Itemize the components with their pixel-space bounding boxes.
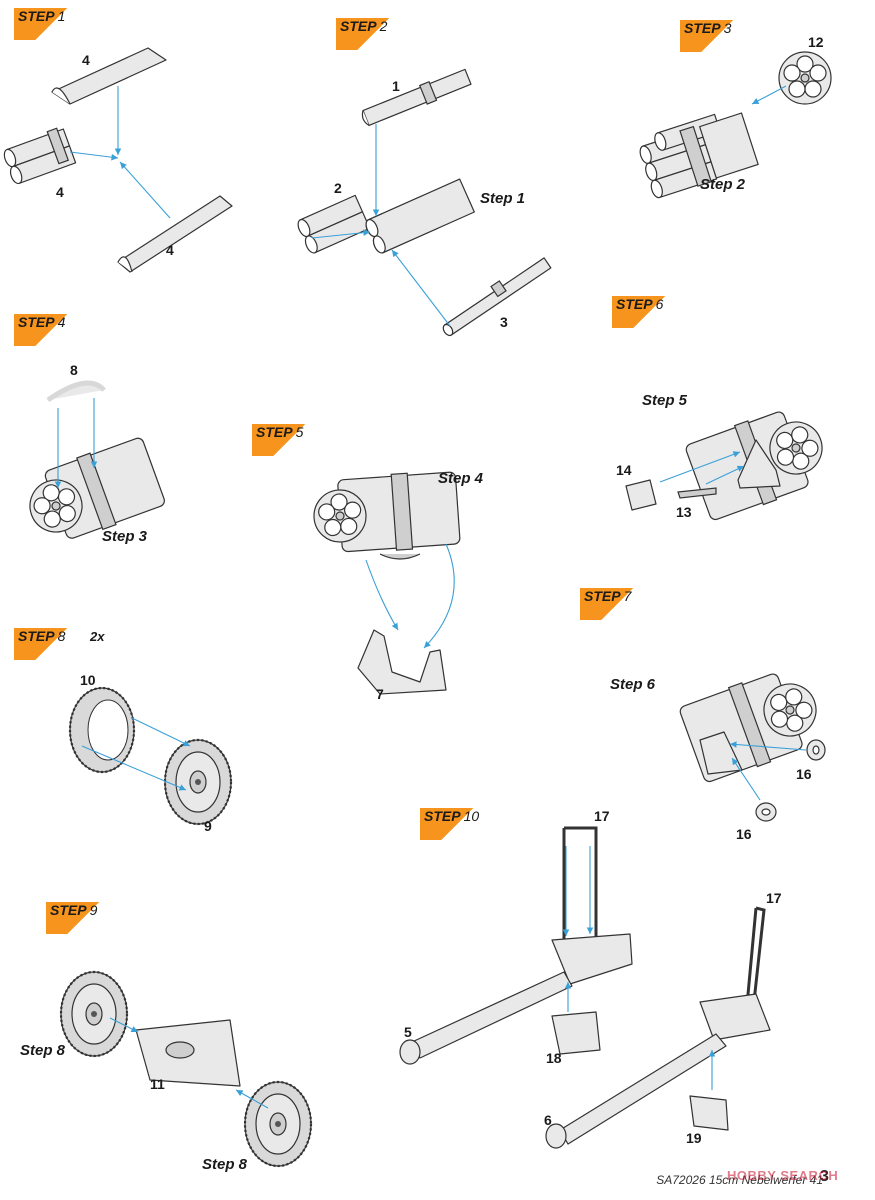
step4-art <box>22 380 165 540</box>
step3-art <box>637 51 832 200</box>
step-ref: Step 4 <box>438 470 484 487</box>
step10-art <box>399 826 771 1149</box>
footer-title: SA72026 15cm Nebelwerfer 41 <box>656 1173 823 1187</box>
step-ref: Step 8 <box>202 1156 248 1173</box>
part-number: 7 <box>376 686 384 702</box>
step2-art <box>295 68 552 337</box>
part-number: 8 <box>70 362 78 378</box>
step5-art <box>311 471 461 695</box>
step8-art <box>68 686 233 826</box>
part-number: 17 <box>766 890 782 906</box>
step7-art <box>679 673 826 822</box>
part-number: 16 <box>796 766 812 782</box>
part-number: 16 <box>736 826 752 842</box>
step6-art <box>625 411 830 521</box>
part-number: 5 <box>404 1024 412 1040</box>
part-number: 1 <box>392 78 400 94</box>
part-number: 13 <box>676 504 692 520</box>
part-number: 14 <box>616 462 632 478</box>
step-ref: Step 8 <box>20 1042 66 1059</box>
part-number: 9 <box>204 818 212 834</box>
step-ref: Step 5 <box>642 392 688 409</box>
step-ref: Step 2 <box>700 176 746 193</box>
step9-art <box>59 970 313 1168</box>
part-number: 17 <box>594 808 610 824</box>
part-number: 6 <box>544 1112 552 1128</box>
part-number: 10 <box>80 672 96 688</box>
watermark: HOBBY SEARCH <box>727 1168 839 1183</box>
step1-art <box>1 47 233 273</box>
part-number: 4 <box>82 52 90 68</box>
part-number: 11 <box>150 1076 165 1092</box>
part-number: 19 <box>686 1130 702 1146</box>
step-ref: Step 6 <box>610 676 656 693</box>
step-ref: Step 1 <box>480 190 526 207</box>
page-number: 3 <box>820 1168 829 1185</box>
part-number: 3 <box>500 314 508 330</box>
part-number: 4 <box>56 184 64 200</box>
part-number: 2 <box>334 180 342 196</box>
step-ref: Step 3 <box>102 528 148 545</box>
part-number: 18 <box>546 1050 562 1066</box>
step8-multiplier: 2x <box>90 629 105 644</box>
part-number: 12 <box>808 34 824 50</box>
part-number: 4 <box>166 242 174 258</box>
